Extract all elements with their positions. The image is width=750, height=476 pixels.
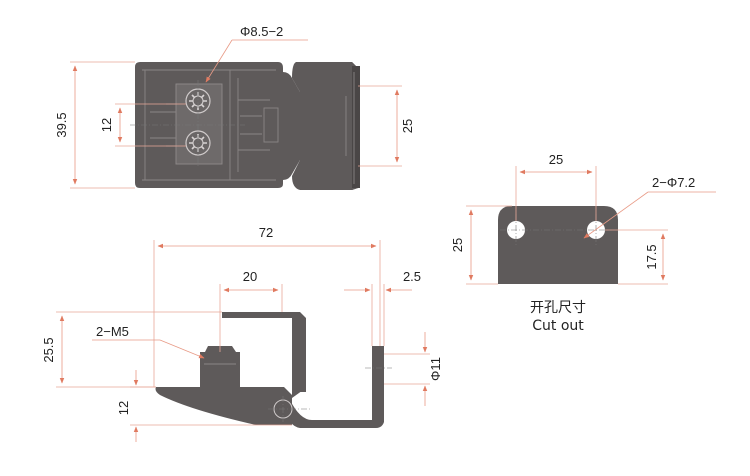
dim-height-top: 39.5 — [54, 61, 135, 189]
cutout-view: 25 25 17.5 2−Φ7.2 开孔尺寸 Cut out — [450, 152, 716, 334]
base-wedge — [155, 387, 292, 425]
cutout-title-cn: 开孔尺寸 — [530, 300, 586, 316]
top-view: Φ8.5−2 39.5 12 25 — [54, 24, 415, 190]
hole-callout-top: Φ8.5−2 — [205, 24, 308, 83]
cutout-plate — [498, 206, 618, 284]
dim-hole-height-label: 17.5 — [644, 244, 659, 269]
hole-callout-label: Φ8.5−2 — [240, 24, 283, 39]
dim-thickness: 2.5 — [344, 269, 421, 346]
dim-thickness-label: 2.5 — [403, 269, 421, 284]
dim-cutout-width-label: 25 — [549, 152, 563, 167]
dim-diameter-label: Φ11 — [428, 357, 443, 381]
dim-right-height-label: 25 — [400, 119, 415, 133]
cutout-hole-callout-label: 2−Φ7.2 — [652, 175, 695, 190]
dim-cutout-width: 25 — [515, 152, 597, 221]
dim-hole-spacing-label: 12 — [99, 118, 114, 132]
dim-hole-spacing: 12 — [99, 103, 186, 147]
dim-length: 72 — [153, 225, 381, 387]
dim-offset-label: 20 — [243, 269, 257, 284]
bent-plate — [222, 312, 306, 398]
dim-cutout-height: 25 — [450, 205, 512, 285]
threaded-knob — [200, 352, 240, 388]
dim-height-side-label: 25.5 — [41, 337, 56, 362]
dim-diameter: Φ11 — [384, 332, 443, 406]
side-view: 72 20 2.5 25.5 12 — [41, 225, 443, 442]
dim-right-height: 25 — [358, 85, 415, 167]
thread-callout-label: 2−M5 — [96, 324, 129, 339]
dim-offset: 20 — [219, 269, 283, 352]
dim-base: 12 — [116, 370, 292, 442]
dim-base-label: 12 — [116, 401, 131, 415]
cutout-title-en: Cut out — [532, 318, 584, 334]
dim-length-label: 72 — [259, 225, 273, 240]
dim-cutout-height-label: 25 — [450, 238, 465, 252]
hinge-body-top — [135, 62, 360, 190]
thread-callout: 2−M5 — [92, 324, 205, 359]
dim-hole-height: 17.5 — [605, 229, 668, 285]
dim-height-label: 39.5 — [54, 112, 69, 137]
cutout-hole-callout: 2−Φ7.2 — [583, 175, 716, 239]
dim-height-side: 25.5 — [41, 311, 222, 388]
